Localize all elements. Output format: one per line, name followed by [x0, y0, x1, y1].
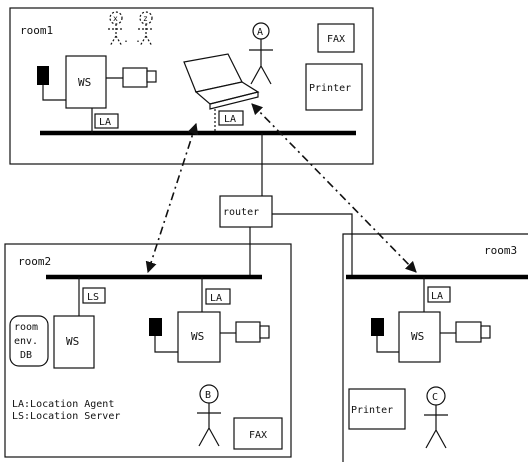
person-c-icon: C — [424, 387, 448, 448]
room3-ws-location-agent[interactable]: LA — [428, 287, 450, 302]
room2-ws-right[interactable]: WS — [178, 312, 220, 362]
room3-printer[interactable]: Printer — [349, 389, 405, 429]
legend-location-agent: LA:Location Agent — [12, 399, 114, 410]
room1-printer-label: Printer — [309, 83, 351, 94]
room1-ws-la-label: LA — [99, 117, 111, 128]
persons-ellipsis: . . — [123, 34, 141, 45]
person-a-icon: A — [249, 23, 273, 84]
room2-la-label: LA — [210, 293, 222, 304]
room3-camera-icon — [440, 322, 490, 342]
room1-ws-location-agent[interactable]: LA — [95, 114, 118, 128]
room1-label: room1 — [20, 24, 53, 37]
room2-ws-left-label: WS — [66, 335, 79, 348]
arrow-laptop-to-room3 — [252, 104, 416, 272]
room1-ws-label: WS — [78, 76, 91, 89]
room2-ws-location-agent[interactable]: LA — [206, 289, 230, 304]
room3-ws-label: WS — [411, 330, 424, 343]
room2-location-server[interactable]: LS — [83, 288, 105, 303]
room3-la-label: LA — [431, 291, 443, 302]
router[interactable]: router — [220, 196, 272, 227]
room1-fax-label: FAX — [327, 34, 345, 45]
room3: room3 LA WS Printer C — [343, 234, 528, 462]
router-label: router — [223, 207, 259, 218]
room1: room1 WS LA — [10, 8, 373, 196]
room1-camera-icon — [106, 68, 156, 87]
room1-mouse-icon — [37, 66, 66, 100]
room2-ws-left[interactable]: WS — [54, 316, 94, 368]
room2-ws-right-label: WS — [191, 330, 204, 343]
room2-fax[interactable]: FAX — [234, 418, 282, 449]
room2: room2 room env. DB LS WS LA WS — [5, 244, 291, 457]
room3-printer-label: Printer — [351, 405, 393, 416]
person-a-label: A — [257, 27, 263, 38]
person-b-label: B — [205, 390, 211, 401]
person-c-label: C — [432, 392, 438, 403]
db-label-line1: room — [14, 322, 38, 333]
room2-label: room2 — [18, 255, 51, 268]
room-env-db[interactable]: room env. DB — [10, 316, 48, 366]
arrow-laptop-to-room2 — [148, 124, 196, 272]
movement-arrows — [148, 104, 416, 272]
room2-fax-label: FAX — [249, 430, 267, 441]
room2-camera-icon — [220, 322, 269, 342]
person-x-icon: x — [108, 12, 124, 46]
person-x-label: x — [113, 14, 118, 23]
room1-printer[interactable]: Printer — [306, 64, 362, 110]
room3-workstation[interactable]: WS — [399, 312, 440, 362]
room1-fax[interactable]: FAX — [318, 24, 354, 52]
person-b-icon: B — [197, 385, 221, 446]
room2-ls-label: LS — [87, 292, 99, 303]
db-label-line3: DB — [20, 350, 32, 361]
person-z-label: z — [143, 14, 148, 23]
db-label-line2: env. — [14, 336, 38, 347]
laptop-icon[interactable] — [184, 54, 258, 109]
room1-workstation[interactable]: WS — [66, 56, 106, 108]
room3-label: room3 — [484, 244, 517, 257]
legend-location-server: LS:Location Server — [12, 411, 120, 422]
laptop-la-label: LA — [224, 114, 236, 125]
room3-mouse-icon — [371, 318, 399, 352]
laptop-location-agent[interactable]: LA — [219, 111, 243, 125]
room2-mouse-icon — [149, 318, 178, 352]
